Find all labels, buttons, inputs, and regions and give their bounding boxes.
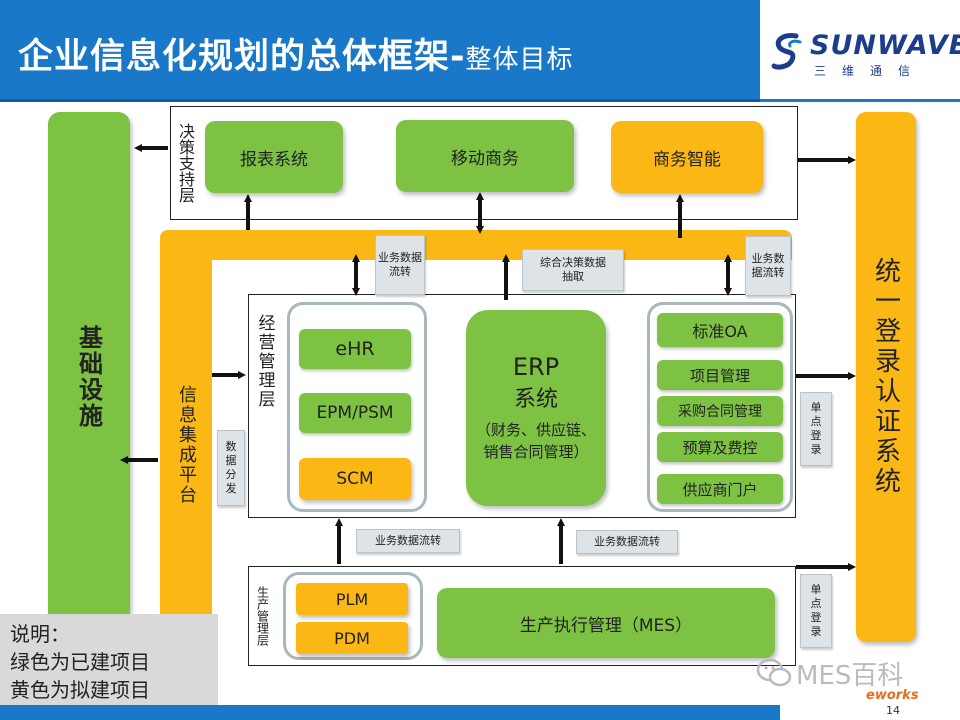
pdm-box: PDM xyxy=(296,622,408,654)
page-number: 14 xyxy=(886,704,900,717)
mes-box: 生产执行管理（MES） xyxy=(437,588,775,658)
biz-flow-label-mid-left: 业务数据流转 xyxy=(356,529,460,553)
legend-green: 绿色为已建项目 xyxy=(10,650,150,674)
mobile-commerce-label: 移动商务 xyxy=(451,148,519,169)
decision-extract-label: 综合决策数据抽取 xyxy=(522,249,624,291)
wechat-icon xyxy=(756,658,792,687)
standard-oa-box: 标准OA xyxy=(657,313,783,347)
ehr-box: eHR xyxy=(299,329,411,369)
epm-psm-box: EPM/PSM xyxy=(299,393,411,433)
sso-label-bottom: 单点登录 xyxy=(800,574,832,648)
decision-layer-label: 决策支持层 xyxy=(176,123,195,203)
unified-login-pillar: 统一登录认证系统 xyxy=(856,112,916,642)
logo-chinese: 三维通信 xyxy=(814,64,927,78)
title-bar xyxy=(0,0,760,102)
budget-expense-label: 预算及费控 xyxy=(682,438,758,457)
production-layer-label-box: 生产管理层 xyxy=(252,568,274,664)
erp-title: ERP xyxy=(512,353,560,381)
logo-wordmark: SUNWAVE xyxy=(810,30,960,61)
sunwave-logo-icon xyxy=(771,33,802,70)
management-layer-label: 经营管理层 xyxy=(254,313,275,409)
integration-platform: 信息集成平台 xyxy=(168,380,204,510)
integration-platform-top-bar xyxy=(160,230,792,260)
erp-system-box: ERP 系统 （财务、供应链、销售合同管理） xyxy=(466,310,606,506)
plm-box: PLM xyxy=(296,583,408,615)
business-intelligence-label: 商务智能 xyxy=(653,149,721,170)
erp-subtitle: 系统 xyxy=(513,387,558,412)
scm-box: SCM xyxy=(299,458,411,500)
erp-detail: （财务、供应链、销售合同管理） xyxy=(476,421,597,461)
biz-flow-label-right: 业务数据流转 xyxy=(745,236,791,296)
legend-title: 说明： xyxy=(10,622,70,646)
logo-area xyxy=(760,0,960,102)
page-title: 企业信息化规划的总体框架-整体目标 xyxy=(18,28,574,79)
data-distribute-label: 数据分发 xyxy=(217,430,245,506)
integration-platform-label: 信息集成平台 xyxy=(176,385,197,505)
biz-flow-label-left: 业务数据流转 xyxy=(375,235,425,295)
decision-layer-label-box: 决策支持层 xyxy=(172,108,198,218)
supplier-portal-box: 供应商门户 xyxy=(657,474,783,504)
project-management-label: 项目管理 xyxy=(689,366,750,385)
scm-label: SCM xyxy=(336,469,374,489)
infrastructure-label: 基础设施 xyxy=(74,325,103,429)
procurement-contract-label: 采购合同管理 xyxy=(678,404,762,420)
legend-box: 说明： 绿色为已建项目 黄色为拟建项目 xyxy=(0,614,218,706)
footer-bar xyxy=(0,705,780,720)
mobile-commerce-box: 移动商务 xyxy=(396,120,574,192)
plm-label: PLM xyxy=(335,589,369,609)
page-title-sub: 整体目标 xyxy=(465,45,574,75)
ehr-label: eHR xyxy=(335,338,375,360)
footer-brand: eworks xyxy=(866,688,919,703)
pdm-label: PDM xyxy=(334,628,370,648)
management-layer-label-box: 经营管理层 xyxy=(252,296,278,426)
report-system-box: 报表系统 xyxy=(205,121,343,193)
watermark-text: MES百科 xyxy=(796,661,904,691)
business-intelligence-box: 商务智能 xyxy=(611,121,763,193)
unified-login-label: 统一登录认证系统 xyxy=(870,257,901,497)
supplier-portal-label: 供应商门户 xyxy=(682,480,758,499)
project-management-box: 项目管理 xyxy=(657,360,783,390)
budget-expense-box: 预算及费控 xyxy=(657,432,783,462)
infrastructure-pillar: 基础设施 xyxy=(48,112,130,642)
biz-flow-label-mid-right: 业务数据流转 xyxy=(576,530,678,554)
mes-label: 生产执行管理（MES） xyxy=(519,615,693,636)
integration-platform-left-bar xyxy=(160,230,212,642)
sso-label-top: 单点登录 xyxy=(800,392,832,466)
epm-psm-label: EPM/PSM xyxy=(316,403,394,423)
production-layer-label: 生产管理层 xyxy=(255,586,270,646)
legend-yellow: 黄色为拟建项目 xyxy=(10,678,150,702)
page-title-main: 企业信息化规划的总体框架- xyxy=(18,37,466,77)
procurement-contract-box: 采购合同管理 xyxy=(657,396,783,426)
report-system-label: 报表系统 xyxy=(240,149,308,170)
standard-oa-label: 标准OA xyxy=(692,322,748,341)
